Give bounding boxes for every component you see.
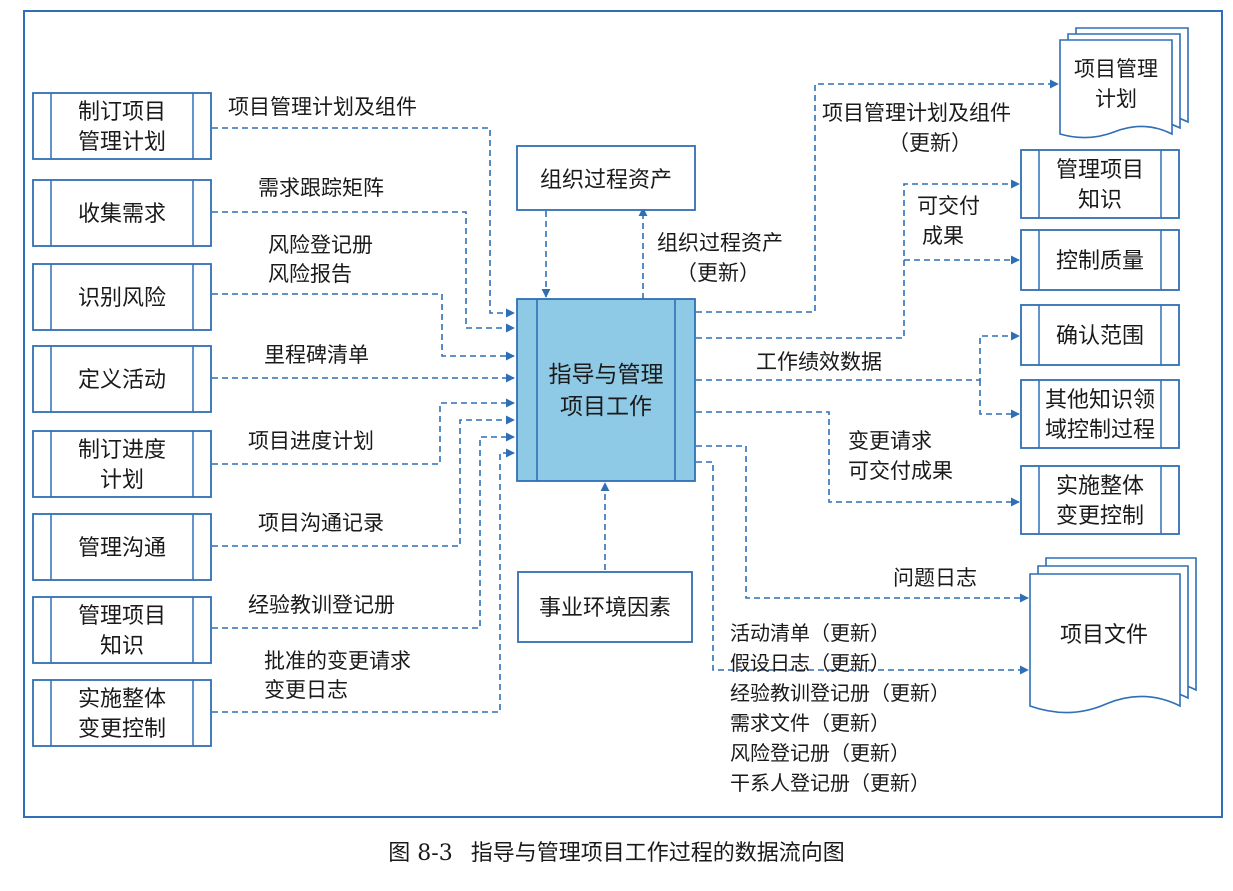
flow-label-plan-update-1: 项目管理计划及组件 — [822, 101, 1011, 125]
doc-update-1: 活动清单（更新） — [730, 621, 890, 645]
output-process-2-label-1: 控制质量 — [1056, 249, 1144, 274]
flow-label-opa-1: 组织过程资产 — [657, 231, 783, 255]
opa-box-label: 组织过程资产 — [540, 168, 672, 193]
input-process-1-label-1: 制订项目 — [78, 100, 166, 125]
input-process-5-label-1: 制订进度 — [78, 438, 166, 463]
flow-performance-b — [979, 380, 1020, 419]
plan-doc-line-2: 计划 — [1095, 87, 1137, 111]
flow-plan-update — [696, 79, 1059, 313]
doc-update-3: 经验教训登记册（更新） — [730, 681, 950, 705]
output-process-1-label-2: 知识 — [1078, 188, 1122, 213]
plan-doc-line-1: 项目管理 — [1074, 57, 1158, 81]
output-process-5-label-2: 变更控制 — [1056, 504, 1144, 529]
flow-label-plan: 项目管理计划及组件 — [228, 95, 417, 119]
doc-update-5: 风险登记册（更新） — [730, 741, 910, 765]
flow-label-risk-2: 风险报告 — [268, 262, 352, 286]
flow-label-req: 需求跟踪矩阵 — [258, 176, 384, 200]
figure-caption: 图 8-3 指导与管理项目工作过程的数据流向图 — [0, 835, 1233, 867]
input-process-4: 定义活动 — [32, 345, 212, 413]
flow-deliverables-a — [696, 179, 1020, 339]
input-process-8-label-2: 变更控制 — [78, 717, 166, 742]
flow-change-req — [696, 411, 1020, 507]
flow-change-approved — [212, 448, 515, 713]
flow-doc-updates — [696, 461, 1029, 675]
output-process-2: 控制质量 — [1020, 229, 1180, 291]
eef-box — [517, 571, 693, 643]
flow-performance — [696, 331, 1020, 381]
flow-label-schedule: 项目进度计划 — [248, 429, 374, 453]
flow-label-plan-update-2: （更新） — [888, 131, 972, 155]
diagram-frame — [23, 10, 1223, 818]
figure-title: 指导与管理项目工作过程的数据流向图 — [470, 841, 845, 866]
flow-label-change-req-1: 变更请求 — [848, 429, 932, 453]
opa-box — [516, 145, 696, 211]
input-process-2-label-1: 收集需求 — [78, 202, 166, 227]
input-process-8-label-1: 实施整体 — [78, 687, 166, 712]
input-process-3: 识别风险 — [32, 263, 212, 331]
flow-comm — [212, 415, 515, 547]
output-process-3: 确认范围 — [1020, 304, 1180, 366]
doc-update-2: 假设日志（更新） — [730, 651, 890, 675]
input-process-6: 管理沟通 — [32, 513, 212, 581]
input-process-3-label-1: 识别风险 — [78, 286, 166, 311]
flow-lessons — [212, 432, 515, 629]
flow-label-risk-1: 风险登记册 — [268, 233, 373, 257]
input-process-7-label-2: 知识 — [100, 634, 144, 659]
flow-label-issue-log: 问题日志 — [893, 566, 977, 590]
center-process-line-1: 指导与管理 — [549, 362, 664, 388]
output-process-3-label-1: 确认范围 — [1056, 324, 1144, 349]
flow-label-milestone: 里程碑清单 — [264, 343, 369, 367]
center-process-box — [516, 298, 696, 482]
flow-label-change-1: 批准的变更请求 — [264, 649, 411, 673]
input-process-2: 收集需求 — [32, 179, 212, 247]
input-process-1-label-2: 管理计划 — [78, 130, 166, 155]
input-process-5-label-2: 计划 — [100, 468, 144, 493]
doc-update-6: 干系人登记册（更新） — [730, 771, 930, 795]
flow-label-opa-2: （更新） — [676, 261, 760, 285]
input-process-4-label-1: 定义活动 — [78, 368, 166, 393]
output-process-4-label-2: 域控制过程 — [1045, 418, 1155, 443]
flow-risk — [212, 293, 515, 361]
output-process-4-label-1: 其他知识领 — [1045, 388, 1155, 413]
project-plan-document: 项目管理 计划 — [1059, 27, 1189, 139]
input-process-6-label-1: 管理沟通 — [78, 536, 166, 561]
flow-req-matrix — [212, 211, 515, 333]
flow-label-lessons: 经验教训登记册 — [248, 593, 395, 617]
flow-label-performance: 工作绩效数据 — [756, 350, 882, 374]
output-process-1-label-1: 管理项目 — [1056, 158, 1144, 183]
input-process-7-label-1: 管理项目 — [78, 604, 166, 629]
output-process-5-label-1: 实施整体 — [1056, 474, 1144, 499]
project-documents: 项目文件 — [1029, 557, 1197, 714]
flow-label-change-req-2: 可交付成果 — [848, 459, 953, 483]
flow-label-deliverables-1: 可交付 — [917, 194, 980, 218]
doc-update-4: 需求文件（更新） — [730, 711, 890, 735]
figure-number: 图 8-3 — [388, 841, 453, 866]
flow-plan-components — [212, 127, 515, 318]
flow-label-change-2: 变更日志 — [264, 678, 348, 702]
flow-label-comm: 项目沟通记录 — [258, 511, 384, 535]
flow-issue-log — [696, 445, 1029, 603]
project-docs-label: 项目文件 — [1060, 623, 1148, 648]
flow-label-deliverables-2: 成果 — [922, 224, 964, 248]
center-process-line-2: 项目工作 — [560, 394, 652, 420]
eef-box-label: 事业环境因素 — [539, 596, 671, 621]
flow-schedule — [212, 398, 515, 465]
